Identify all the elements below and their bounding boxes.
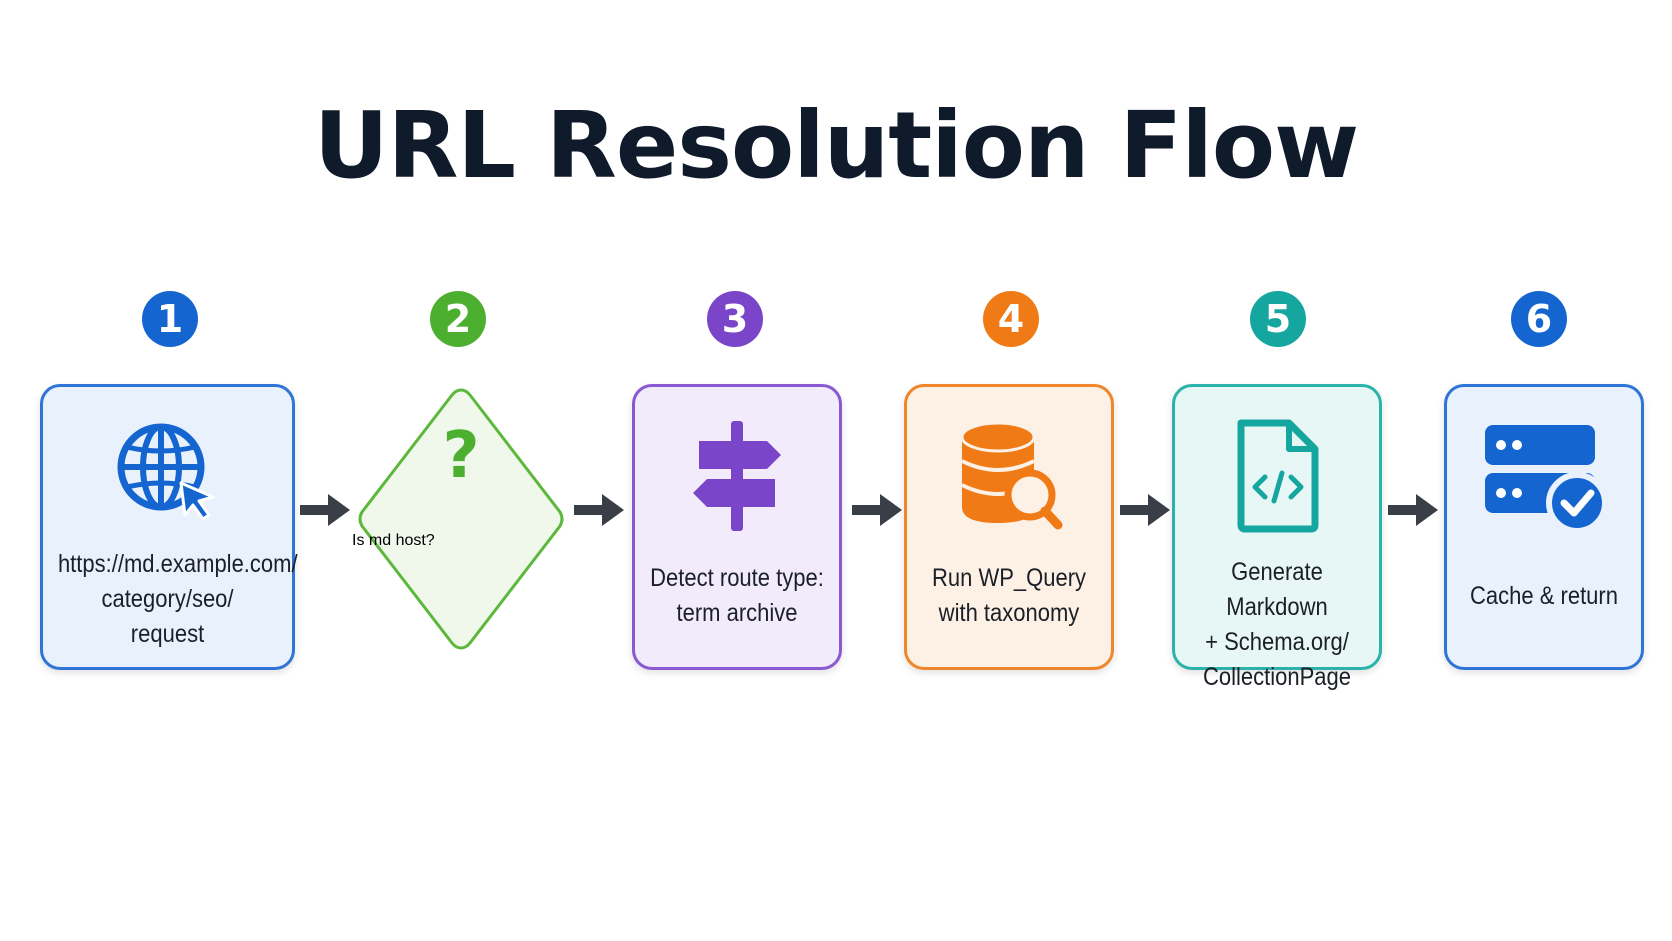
step-1-box: https://md.example.com/ category/seo/ re…: [40, 384, 298, 670]
decision-diamond: [358, 388, 564, 650]
arrow-2-to-3: [574, 494, 624, 526]
step-6-box: Cache & return: [1444, 384, 1644, 670]
step-3-badge: 3: [707, 291, 763, 347]
step-3-box: Detect route type: term archive: [632, 384, 842, 670]
step-6-label: Cache & return: [1470, 582, 1618, 610]
diagram-title: URL Resolution Flow: [313, 92, 1359, 199]
step-2-decision: ? Is md host?: [352, 384, 570, 654]
arrow-1-to-2: [300, 494, 350, 526]
step-3-label: Detect route type: term archive: [650, 564, 824, 627]
database-search-icon: [960, 421, 1063, 530]
step-2-badge: 2: [430, 291, 486, 347]
step-5-badge: 5: [1250, 291, 1306, 347]
arrow-4-to-5: [1120, 494, 1170, 526]
step-5-label: Generate Markdown + Schema.org/ Collecti…: [1202, 558, 1351, 691]
arrow-5-to-6: [1388, 494, 1438, 526]
step-4-box: Run WP_Query with taxonomy: [904, 384, 1114, 670]
server-check-icon: [1485, 425, 1608, 534]
arrow-3-to-4: [852, 494, 902, 526]
signpost-icon: [693, 421, 781, 531]
step-4-label: Run WP_Query with taxonomy: [931, 564, 1087, 627]
step-5-box: Generate Markdown + Schema.org/ Collecti…: [1172, 384, 1382, 691]
question-mark-icon: ?: [442, 419, 480, 493]
step-6-badge: 6: [1511, 291, 1567, 347]
step-2-label: Is md host?: [352, 532, 435, 549]
step-1-badge: 1: [142, 291, 198, 347]
globe-cursor-icon: [117, 423, 214, 521]
step-4-badge: 4: [983, 291, 1039, 347]
code-file-icon: [1237, 419, 1319, 533]
step-1-label: https://md.example.com/ category/seo/ re…: [57, 550, 298, 648]
